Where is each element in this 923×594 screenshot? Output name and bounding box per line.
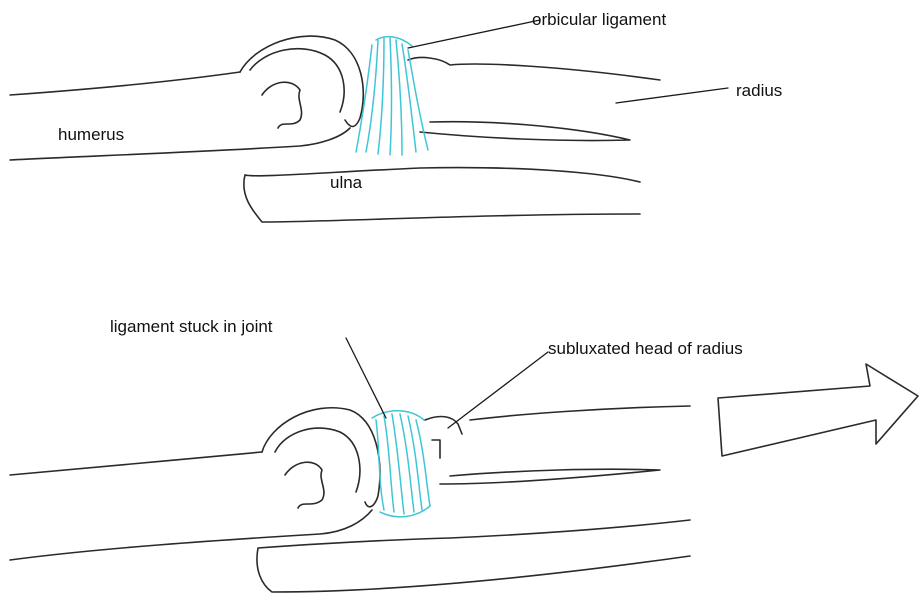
pulled-elbow-illustration: ligament stuck in joint subluxated head … (10, 317, 918, 592)
radius-bone-lower (425, 406, 690, 484)
radius-leader (616, 88, 728, 103)
ulna-bone-lower (257, 520, 690, 592)
label-ligament-stuck: ligament stuck in joint (110, 317, 273, 336)
orbicular-ligament-leader (408, 20, 540, 48)
radius-bone (408, 58, 660, 141)
label-subluxated-head: subluxated head of radius (548, 339, 743, 358)
label-orbicular-ligament: orbicular ligament (532, 10, 666, 29)
ligament-stuck-leader (346, 338, 386, 418)
label-radius: radius (736, 81, 782, 100)
label-humerus: humerus (58, 125, 124, 144)
label-ulna: ulna (330, 173, 363, 192)
orbicular-ligament-strands (356, 37, 428, 155)
stuck-ligament-strands (372, 411, 430, 517)
humerus-head-lower (262, 408, 380, 507)
traction-arrow (718, 364, 918, 456)
normal-elbow-illustration: orbicular ligament radius humerus ulna (10, 10, 782, 222)
ulna-bone (244, 168, 640, 222)
humerus-bone (10, 72, 350, 160)
